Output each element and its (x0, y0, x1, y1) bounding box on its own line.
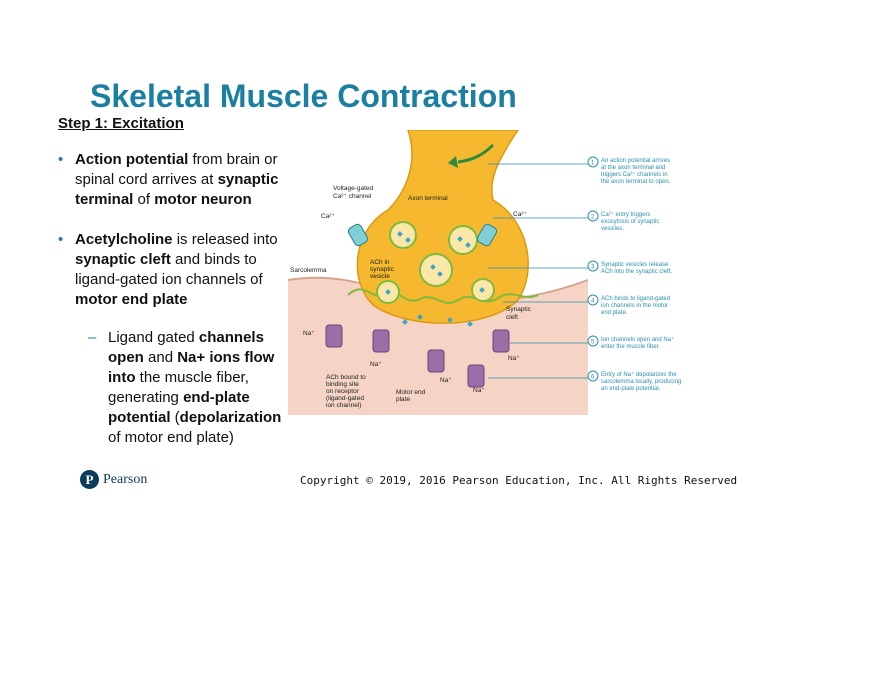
step-number: 3 (591, 265, 595, 271)
axon-terminal (356, 130, 529, 324)
text: Ligand gated (108, 329, 199, 346)
bold-text: Na+ ions flow into (108, 349, 275, 386)
label-ach-bound: ACh bound to (326, 374, 366, 381)
label-ach-bound: (ligand-gated (326, 395, 364, 402)
bold-text: synaptic terminal (75, 171, 279, 208)
bullet-list: • Action potential from brain or spinal … (58, 150, 288, 448)
step-6-text: Entry of Na⁺ depolarizes the (601, 371, 677, 378)
bold-text: synaptic cleft (75, 251, 171, 268)
step-2-text: exocytosis of synaptic (601, 219, 659, 225)
sub-bullet-dash: – (88, 329, 97, 346)
step-4-text: ion channels in the motor (601, 303, 668, 309)
bullet-acetylcholine: • Acetylcholine is released into synapti… (58, 230, 288, 310)
step-1-text: An action potential arrives (601, 158, 670, 164)
synaptic-vesicle (389, 221, 417, 249)
arrow-head (448, 156, 458, 168)
step-number: 4 (591, 299, 595, 305)
pearson-logo-wordmark: Pearson (103, 471, 148, 487)
text: and binds to ligand-gated ion channels o… (75, 251, 263, 288)
step-5-text: enter the muscle fiber. (601, 344, 660, 350)
text: ( (170, 409, 180, 426)
label-ca-left: Ca²⁺ (321, 213, 335, 220)
slide-title: Skeletal Muscle Contraction (90, 78, 517, 114)
step-2-text: Ca²⁺ entry triggers (601, 211, 651, 218)
label-na: Na⁺ (508, 355, 520, 362)
label-ach-bound: binding site (326, 381, 359, 388)
sub-bullet-ligand-gated: – Ligand gated channels open and Na+ ion… (58, 328, 288, 448)
step-1-text: triggers Ca²⁺ channels in (601, 171, 668, 178)
label-synaptic-cleft: cleft (506, 314, 518, 321)
step-6-text: an end-plate potential. (601, 386, 661, 392)
step-3-text: ACh into the synaptic cleft. (601, 269, 672, 275)
label-na: Na⁺ (303, 330, 315, 337)
bold-text: Action potential (75, 151, 189, 168)
step-4-text: ACh binds to ligand-gated (601, 296, 670, 302)
copyright-notice: Copyright © 2019, 2016 Pearson Education… (300, 474, 738, 487)
step-number: 5 (591, 340, 595, 346)
label-synaptic-cleft: Synaptic (506, 306, 532, 313)
label-ach-vesicle: ACh in (370, 259, 390, 266)
bold-text: end-plate potential (108, 389, 250, 426)
text: the muscle fiber, generating (108, 369, 249, 406)
label-na: Na⁺ (440, 377, 452, 384)
label-na: Na⁺ (473, 387, 485, 394)
ach-molecules (385, 231, 485, 327)
step-number: 6 (591, 375, 595, 381)
diagram-labels: Voltage-gated Ca²⁺ channel Axon terminal… (290, 185, 532, 409)
step-3-text: Synaptic vesicles release (601, 262, 669, 268)
step-2-text: vesicles. (601, 226, 624, 232)
synaptic-vesicle (448, 225, 478, 255)
muscle-fiber (288, 277, 588, 415)
bullet-action-potential: • Action potential from brain or spinal … (58, 150, 288, 210)
label-ach-bound: ion channel) (326, 402, 361, 409)
bold-text: depolarization (179, 409, 282, 426)
bold-text: channels open (108, 329, 264, 366)
text: of motor end plate) (108, 429, 234, 446)
bold-text: Acetylcholine (75, 231, 173, 248)
step-5-text: Ion channels open and Na⁺ (601, 336, 674, 343)
neuromuscular-junction-figure: Voltage-gated Ca²⁺ channel Axon terminal… (288, 130, 681, 415)
text: of (133, 191, 155, 208)
label-ach-vesicle: synaptic (370, 266, 395, 273)
label-motor-end-plate: Motor end (396, 389, 426, 396)
pearson-logo-mark: P (80, 470, 99, 489)
step-number: 1 (591, 161, 595, 167)
bullet-dot: • (58, 231, 64, 248)
step-6-text: sarcolemma locally, producing (601, 379, 681, 385)
text: from brain or spinal cord arrives at (75, 151, 278, 188)
label-motor-end-plate: plate (396, 396, 410, 403)
label-na: Na⁺ (370, 361, 382, 368)
bullet-dot: • (58, 151, 64, 168)
step-4-text: end plate. (601, 310, 628, 316)
step-number: 2 (591, 215, 595, 221)
text: is released into (172, 231, 278, 248)
text: and (143, 349, 178, 366)
calcium-channel (347, 223, 369, 247)
synaptic-vesicle (419, 253, 453, 287)
bold-text: motor neuron (154, 191, 252, 208)
label-voltage-gated: Voltage-gated (333, 185, 374, 192)
label-axon-terminal: Axon terminal (408, 195, 448, 202)
ligand-gated-channels (325, 324, 510, 388)
label-ca-right: Ca²⁺ (513, 211, 527, 218)
slide-subtitle: Step 1: Excitation (58, 115, 184, 132)
calcium-channel (476, 223, 498, 247)
bold-text: motor end plate (75, 291, 188, 308)
step-callouts: 1 An action potential arrives at the axo… (488, 156, 681, 392)
step-1-text: at the axon terminal and (601, 165, 665, 171)
label-sarcolemma: Sarcolemma (290, 267, 327, 274)
label-ach-vesicle: vesicle (370, 273, 390, 280)
pearson-logo: P Pearson (80, 470, 147, 489)
label-ca-channel: Ca²⁺ channel (333, 193, 372, 200)
step-1-text: the axon terminal to open. (601, 179, 671, 185)
action-potential-arrow (457, 143, 495, 164)
label-ach-bound: on receptor (326, 388, 360, 395)
